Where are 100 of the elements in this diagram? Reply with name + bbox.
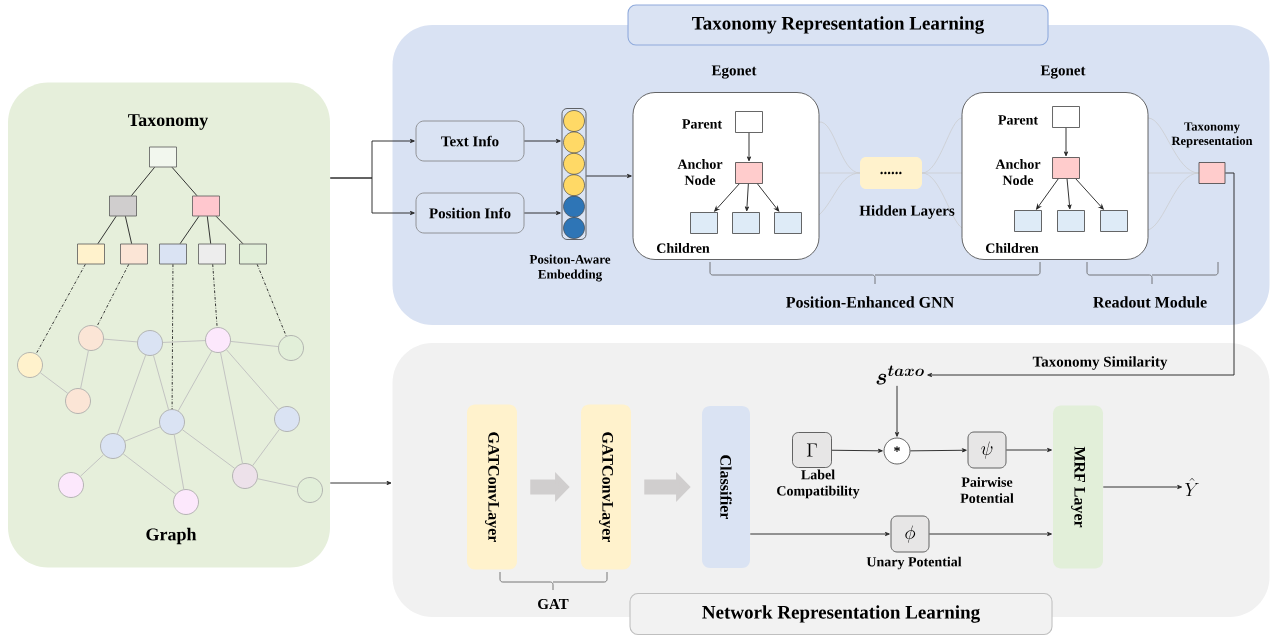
layer-block: MRF Layer [1053,405,1103,569]
connector-line [256,263,287,337]
connector-line [230,340,279,348]
tree-box [198,243,226,265]
arrow [714,183,740,212]
layer-block: GATConvLayer [467,404,517,570]
connector-line [116,354,147,435]
connector-line [162,340,206,343]
connector-line [181,429,236,469]
tree-box [192,195,220,217]
connector-line [171,263,174,410]
formula-box: $\Gamma$ [792,432,832,468]
arrow [928,531,1052,537]
graph-node [297,477,323,503]
connector-line [122,453,177,495]
graph-node [78,325,104,351]
node-caption: Anchor Node [995,159,1041,185]
graph-node [137,330,163,356]
arrow [831,448,883,453]
layer-block: GATConvLayer [581,404,631,570]
tree-box [239,243,267,265]
tree-box [732,212,760,234]
arrow [909,448,967,453]
connector-line [226,349,279,410]
graph-node [232,463,258,489]
connector-line [39,372,69,394]
node-caption: Label Compatibility [777,469,860,499]
egonet-heading: Egonet [711,65,757,79]
tree-box [1100,210,1128,232]
connector-line [131,166,155,197]
graph-node [173,489,199,515]
graph-node [58,472,84,498]
node-caption: Parent [682,119,723,129]
connector-line [215,215,244,245]
node-caption: Pairwise Potential [960,477,1014,503]
tree-box [149,146,177,168]
connector-line [153,354,169,411]
tree-box [1057,210,1085,232]
connector-line [252,428,280,467]
tree-box [120,243,148,265]
tree-box [77,243,105,265]
connector-line [124,426,161,442]
connector-line [96,263,130,327]
tree-box [109,195,137,217]
node-caption: Anchor Node [677,159,723,185]
classifier-block: Classifier [702,406,750,568]
node-caption: Unary Potential [866,556,962,570]
connector-line [177,350,213,412]
connector-line [206,215,212,245]
hidden-layer-box: ...... [860,157,922,189]
node-caption: Parent [998,115,1039,125]
graph-node [278,335,304,361]
graph-node [274,406,300,432]
bracket-label: Position-Enhanced GNN [786,296,954,308]
bracket-label: GAT [538,598,569,610]
node-caption: Hidden Layers [859,205,955,219]
graph-node [65,388,91,414]
graph-node [17,352,43,378]
connector-line [212,263,218,328]
formula-box: $\phi$ [890,515,930,553]
arrow [329,177,415,216]
graph-node [159,409,185,435]
formula: $\hat{Y}$ [1185,477,1199,497]
graph-node [205,327,231,353]
connector-line [124,215,133,245]
arrow [746,132,752,162]
tree-box [1014,210,1042,232]
arrow [757,183,780,212]
node-caption: Taxonomy Representation [1171,122,1253,148]
tree-box [690,212,718,234]
formula: $s^{taxo}$ [876,365,924,385]
formula-box: $\psi$ [967,431,1007,469]
graph-node [100,433,126,459]
process-box: Text Info [415,120,525,162]
title-tab: Taxonomy Representation Learning [627,4,1049,46]
connector-line [171,166,198,197]
connector-line [173,434,185,490]
connector-line [103,338,138,343]
title-tab: Network Representation Learning [629,592,1053,636]
arrow [1036,178,1059,210]
connector-line [97,215,117,245]
connector-line [80,454,105,477]
arrow [744,183,750,212]
egonet-label: Children [986,243,1039,253]
arrow [1075,178,1104,210]
connector-line [257,478,298,488]
panel-heading: Graph [146,527,197,545]
panel-heading: Taxonomy [128,114,208,130]
egonet-heading: Egonet [1040,65,1086,79]
arrow [1102,484,1183,490]
arrow [523,138,561,144]
arrow [1066,178,1072,210]
connector-line [35,263,86,355]
arrow [585,173,632,179]
arrow [329,480,392,486]
arrow [927,172,1235,378]
tree-box [774,212,802,234]
process-box: Position Info [415,192,525,234]
node-caption: Positon-Aware Embedding [529,254,611,282]
egonet-label: Children [657,243,710,253]
